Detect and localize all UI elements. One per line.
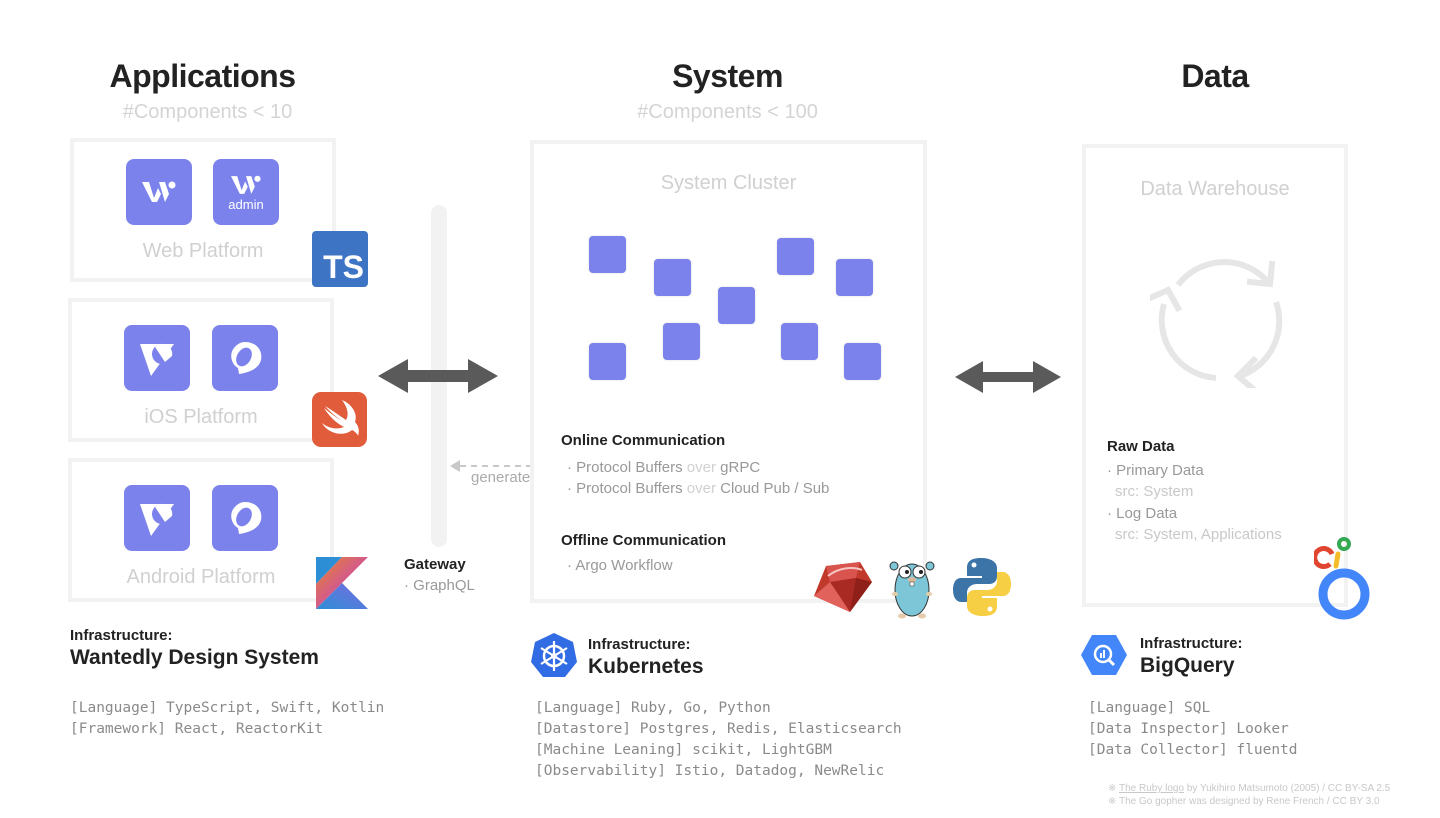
wantedly-visit-icon	[124, 485, 190, 551]
gateway-item: · GraphQL	[404, 577, 475, 594]
system-infra-name: Kubernetes	[588, 655, 704, 678]
online-item: · Protocol Buffers over gRPC	[567, 459, 760, 476]
stack-line: [Machine Leaning] scikit, LightGBM	[535, 742, 832, 758]
stack-line: [Language] TypeScript, Swift, Kotlin	[70, 700, 385, 716]
item-b: Cloud Pub / Sub	[720, 480, 830, 497]
wantedly-admin-icon: admin	[213, 159, 279, 225]
web-platform-label: Web Platform	[142, 240, 264, 262]
raw-data-title: Raw Data	[1107, 438, 1175, 455]
system-stack: [Language] Ruby, Go, Python [Datastore] …	[535, 698, 902, 782]
credit-mark: ※	[1108, 796, 1119, 807]
ruby-logo-icon	[814, 562, 872, 612]
service-node	[836, 259, 873, 296]
python-logo-icon	[953, 558, 1011, 616]
image-credits: ※ The Ruby logo by Yukihiro Matsumoto (2…	[1108, 782, 1390, 808]
online-item: · Protocol Buffers over Cloud Pub / Sub	[567, 480, 829, 497]
web-platform-panel: admin Web Platform	[70, 138, 336, 282]
stack-line: [Datastore] Postgres, Redis, Elasticsear…	[535, 721, 902, 737]
offline-communication-title: Offline Communication	[561, 532, 726, 549]
system-title: System	[672, 58, 783, 94]
service-node	[589, 343, 626, 380]
wantedly-people-icon	[212, 325, 278, 391]
item-a: Protocol Buffers	[576, 480, 683, 497]
wantedly-icon	[126, 159, 192, 225]
applications-title: Applications	[109, 58, 296, 94]
data-infra-name: BigQuery	[1140, 654, 1235, 677]
system-subtitle: #Components < 100	[637, 101, 818, 123]
online-communication-title: Online Communication	[561, 432, 726, 449]
service-node	[663, 323, 700, 360]
stack-line: [Framework] React, ReactorKit	[70, 721, 324, 737]
service-node	[718, 287, 755, 324]
system-cluster-panel: System Cluster Online Communication · Pr…	[530, 140, 927, 603]
ios-platform-label: iOS Platform	[144, 406, 258, 428]
ios-platform-panel: iOS Platform	[68, 298, 334, 442]
system-cluster-label: System Cluster	[660, 172, 797, 194]
android-platform-label: Android Platform	[126, 566, 276, 588]
gateway-title: Gateway	[404, 556, 466, 573]
system-infra-prefix: Infrastructure:	[588, 636, 691, 653]
credit-text: The Go gopher was designed by Rene Frenc…	[1118, 796, 1380, 807]
credit-text: by Yukihiro Matsumoto (2005) / CC BY-SA …	[1184, 783, 1391, 794]
stack-line: [Observability] Istio, Datadog, NewRelic	[535, 763, 885, 779]
item-a: Protocol Buffers	[576, 459, 683, 476]
go-gopher-icon	[889, 561, 935, 619]
offline-item: · Argo Workflow	[567, 557, 673, 574]
kotlin-icon	[316, 557, 368, 609]
service-node	[844, 343, 881, 380]
generate-label: generate	[471, 469, 531, 486]
credit-line: ※ The Ruby logo by Yukihiro Matsumoto (2…	[1108, 782, 1390, 795]
service-node	[781, 323, 818, 360]
credit-line: ※ The Go gopher was designed by Rene Fre…	[1108, 795, 1390, 808]
typescript-icon: TS	[312, 231, 368, 287]
data-warehouse-panel: Data Warehouse Raw Data · Primary Data s…	[1082, 144, 1348, 607]
wantedly-visit-icon	[124, 325, 190, 391]
raw-data-item: · Primary Data	[1107, 462, 1204, 479]
item-over: over	[682, 459, 721, 476]
kubernetes-icon	[531, 633, 577, 677]
item-over: over	[682, 480, 721, 497]
admin-label: admin	[228, 196, 264, 212]
stack-line: [Data Inspector] Looker	[1088, 721, 1289, 737]
data-infra-prefix: Infrastructure:	[1140, 635, 1243, 652]
data-title: Data	[1181, 58, 1249, 94]
applications-subtitle: #Components < 10	[122, 101, 293, 123]
stack-line: [Language] Ruby, Go, Python	[535, 700, 771, 716]
bigquery-icon	[1081, 635, 1127, 675]
bullet-dot: ·	[567, 459, 577, 476]
refresh-cycle-icon	[1150, 259, 1283, 388]
data-warehouse-label: Data Warehouse	[1140, 178, 1290, 200]
applications-infra-name: Wantedly Design System	[70, 646, 319, 669]
typescript-badge-text: TS	[323, 249, 364, 285]
raw-data-item: · Log Data	[1107, 505, 1178, 522]
service-node	[654, 259, 691, 296]
service-node	[589, 236, 626, 273]
stack-line: [Data Collector] fluentd	[1088, 742, 1298, 758]
ruby-logo-link[interactable]: The Ruby logo	[1118, 783, 1185, 794]
bullet-dot: ·	[567, 480, 577, 497]
looker-logo-icon	[1314, 537, 1370, 620]
item-b: gRPC	[720, 459, 761, 476]
applications-stack: [Language] TypeScript, Swift, Kotlin [Fr…	[70, 698, 384, 740]
bidirectional-arrow-icon	[955, 361, 1061, 393]
swift-icon	[312, 392, 367, 447]
raw-data-src: src: System	[1115, 483, 1194, 500]
stack-line: [Language] SQL	[1088, 700, 1211, 716]
data-stack: [Language] SQL [Data Inspector] Looker […	[1088, 698, 1298, 761]
bidirectional-arrow-icon	[378, 359, 498, 393]
credit-mark: ※	[1108, 783, 1119, 794]
applications-infra-prefix: Infrastructure:	[70, 627, 173, 644]
android-platform-panel: Android Platform	[68, 458, 334, 602]
service-node	[777, 238, 814, 275]
raw-data-src: src: System, Applications	[1115, 526, 1282, 543]
wantedly-people-icon	[212, 485, 278, 551]
